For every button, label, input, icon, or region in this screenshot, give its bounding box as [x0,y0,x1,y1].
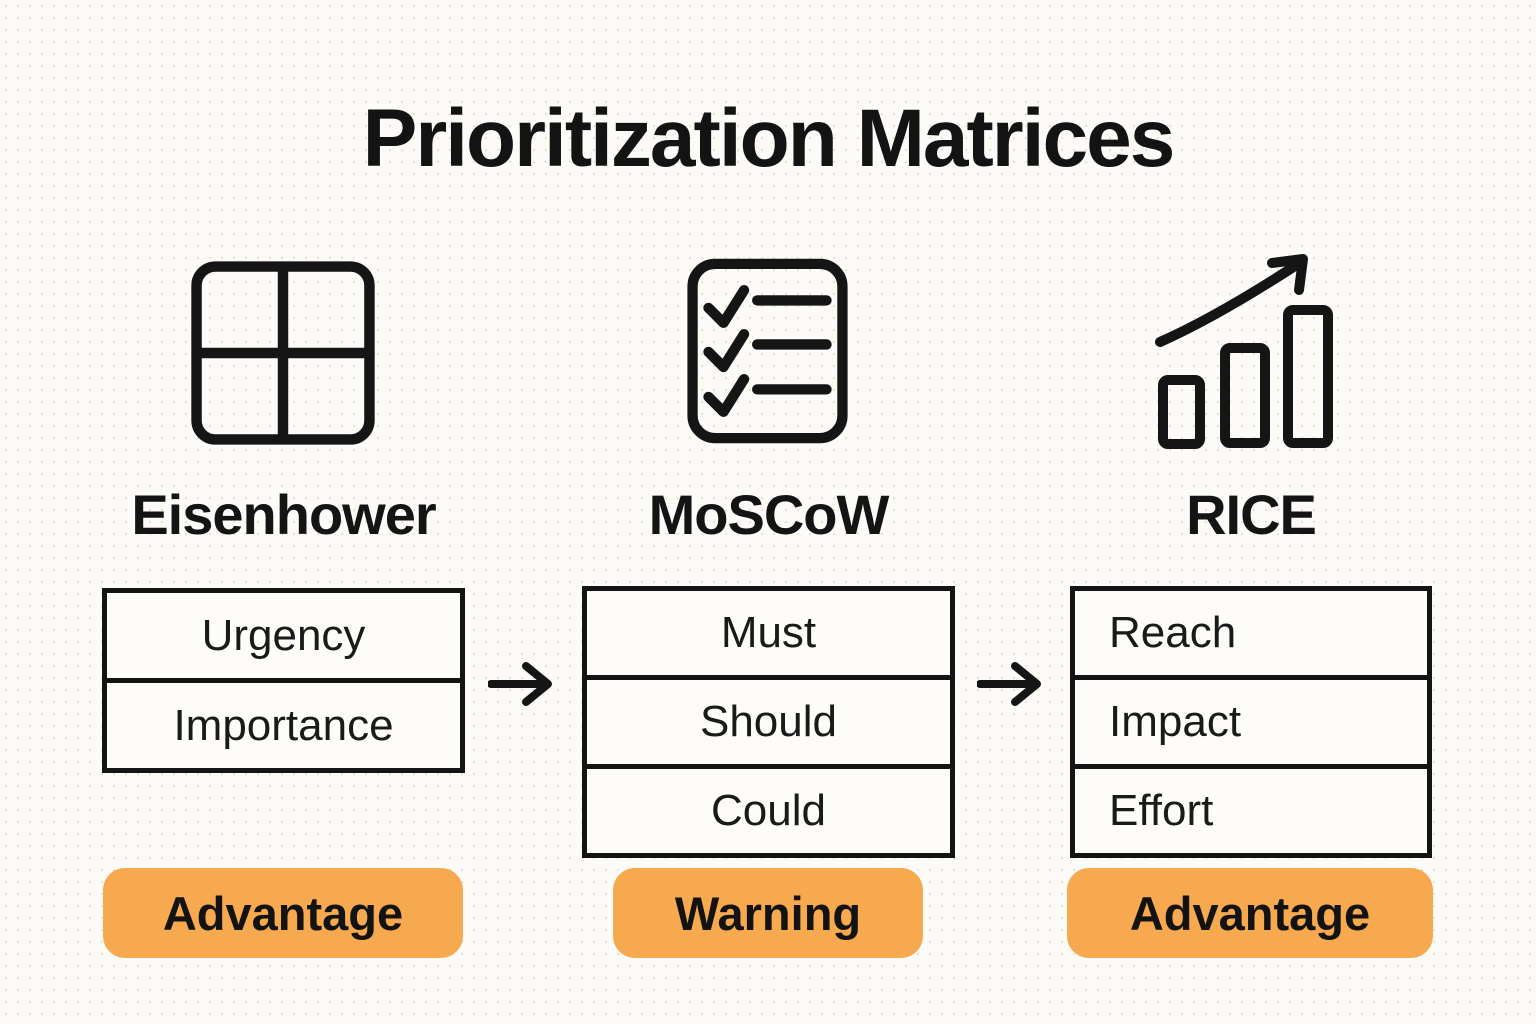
badge-label: Advantage [162,886,404,940]
growth-bars-icon [1150,252,1335,450]
right-arrow-icon [488,658,554,710]
rice-table: Reach Impact Effort [1070,586,1432,858]
right-arrow-icon [977,658,1043,710]
row-label: Effort [1109,786,1214,835]
badge-label: Warning [674,886,862,940]
checklist-icon [686,257,849,445]
row-label: Could [711,786,826,835]
table-row: Impact [1075,675,1427,764]
quadrant-grid-icon [188,258,378,448]
table-row: Urgency [107,593,460,678]
table-row: Could [587,764,950,853]
badge-label: Advantage [1129,886,1371,940]
eisenhower-table: Urgency Importance [102,588,465,773]
row-label: Impact [1109,697,1242,746]
row-label: Must [720,608,817,657]
column-title-rice: RICE [1186,483,1317,546]
table-row: Must [587,591,950,675]
row-label: Should [699,697,837,746]
badge-advantage-eisenhower: Advantage [103,868,463,958]
row-label: Urgency [201,610,366,660]
row-label: Reach [1109,608,1237,657]
table-row: Importance [107,678,460,768]
moscow-table: Must Should Could [582,586,955,858]
page-title: Prioritization Matrices [362,93,1176,184]
column-title-moscow: MoSCoW [648,483,890,546]
badge-warning-moscow: Warning [613,868,923,958]
table-row: Reach [1075,591,1427,675]
badge-advantage-rice: Advantage [1067,868,1433,958]
table-row: Effort [1075,764,1427,853]
column-title-eisenhower: Eisenhower [131,483,436,546]
table-row: Should [587,675,950,764]
row-label: Importance [173,700,394,750]
